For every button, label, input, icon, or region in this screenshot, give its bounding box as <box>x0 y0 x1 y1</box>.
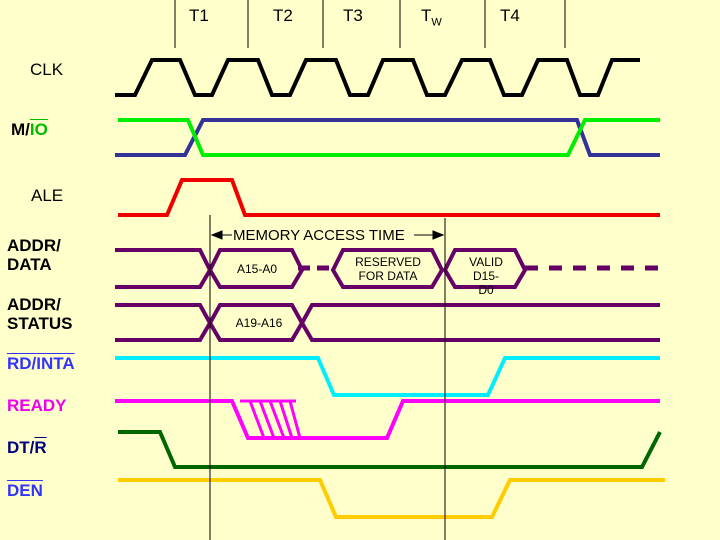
signal-label-dtr-r: R <box>34 438 47 457</box>
bus-label-valid-line3: D0 <box>478 283 494 297</box>
signal-label-mio-m: M/ <box>11 120 30 139</box>
ready-hatch <box>240 399 302 440</box>
signal-label-rd-inta: RD/INTA <box>7 354 75 373</box>
signal-label-addr-data-line2: DATA <box>7 255 52 274</box>
mio-blue-waveform <box>115 118 660 157</box>
ale-waveform <box>118 178 660 217</box>
state-label-t2: T2 <box>273 6 293 25</box>
signal-label-addr-data: ADDR/ DATA <box>7 236 61 274</box>
clk-waveform <box>115 58 640 97</box>
dtr-waveform <box>118 430 662 469</box>
state-separators <box>174 0 566 48</box>
bus-label-reserved: RESERVED FOR DATA <box>345 255 431 283</box>
addr-status-bus <box>115 303 660 342</box>
signal-label-clk: CLK <box>30 60 64 79</box>
mio-green-waveform <box>118 118 660 157</box>
den-waveform <box>118 478 665 519</box>
signal-label-addr-status: ADDR/ STATUS <box>7 295 72 333</box>
state-label-t1: T1 <box>189 6 209 25</box>
addr-data-bus-idle <box>115 248 213 289</box>
addr-status-bus-status <box>299 303 660 342</box>
signal-label-dtr-dt: DT/ <box>7 438 35 457</box>
signal-label-dtr: DT/R <box>7 438 47 457</box>
state-label-tw-main: T <box>421 6 432 25</box>
state-label-tw: TW <box>421 6 442 28</box>
signal-label-ready: READY <box>7 396 67 415</box>
state-label-t4: T4 <box>500 6 520 25</box>
bus-label-a19-a16: A19-A16 <box>235 316 283 330</box>
signal-label-addr-data-line1: ADDR/ <box>7 236 61 255</box>
signal-label-addr-status-line1: ADDR/ <box>7 295 61 314</box>
state-label-t3: T3 <box>343 6 363 25</box>
bus-label-valid-line2: D15- <box>472 269 499 283</box>
bus-label-valid-line1: VALID <box>469 255 503 269</box>
bus-label-reserved-line2: FOR DATA <box>358 269 418 283</box>
signal-label-addr-status-line2: STATUS <box>7 314 73 333</box>
state-label-tw-sub: W <box>431 16 442 29</box>
annotation-mask <box>232 226 414 244</box>
signal-label-ale: ALE <box>31 186 64 205</box>
memory-access-time-label: MEMORY ACCESS TIME <box>233 227 405 244</box>
addr-status-bus-idle <box>115 303 213 342</box>
addr-data-bus-reserved <box>330 248 445 289</box>
bus-label-valid: VALID D15- D0 <box>458 255 514 297</box>
signal-label-mio: M/IO <box>11 120 48 139</box>
bus-label-a15-a0: A15-A0 <box>236 262 278 276</box>
ready-waveform <box>115 399 660 440</box>
signal-label-den: DEN <box>7 481 43 500</box>
bus-label-reserved-line1: RESERVED <box>355 255 421 269</box>
signal-label-mio-io: IO <box>29 120 48 139</box>
rd-inta-waveform <box>115 356 660 397</box>
